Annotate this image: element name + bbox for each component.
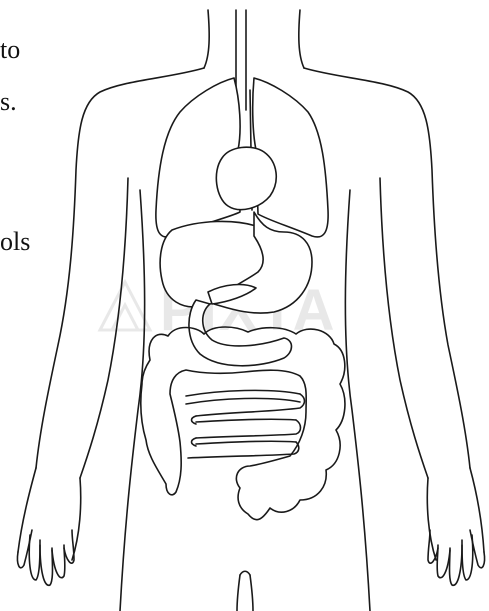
small-intestine (186, 390, 305, 458)
right-hand (427, 468, 484, 585)
watermark-logo-icon (100, 282, 150, 330)
left-hand (17, 468, 80, 585)
